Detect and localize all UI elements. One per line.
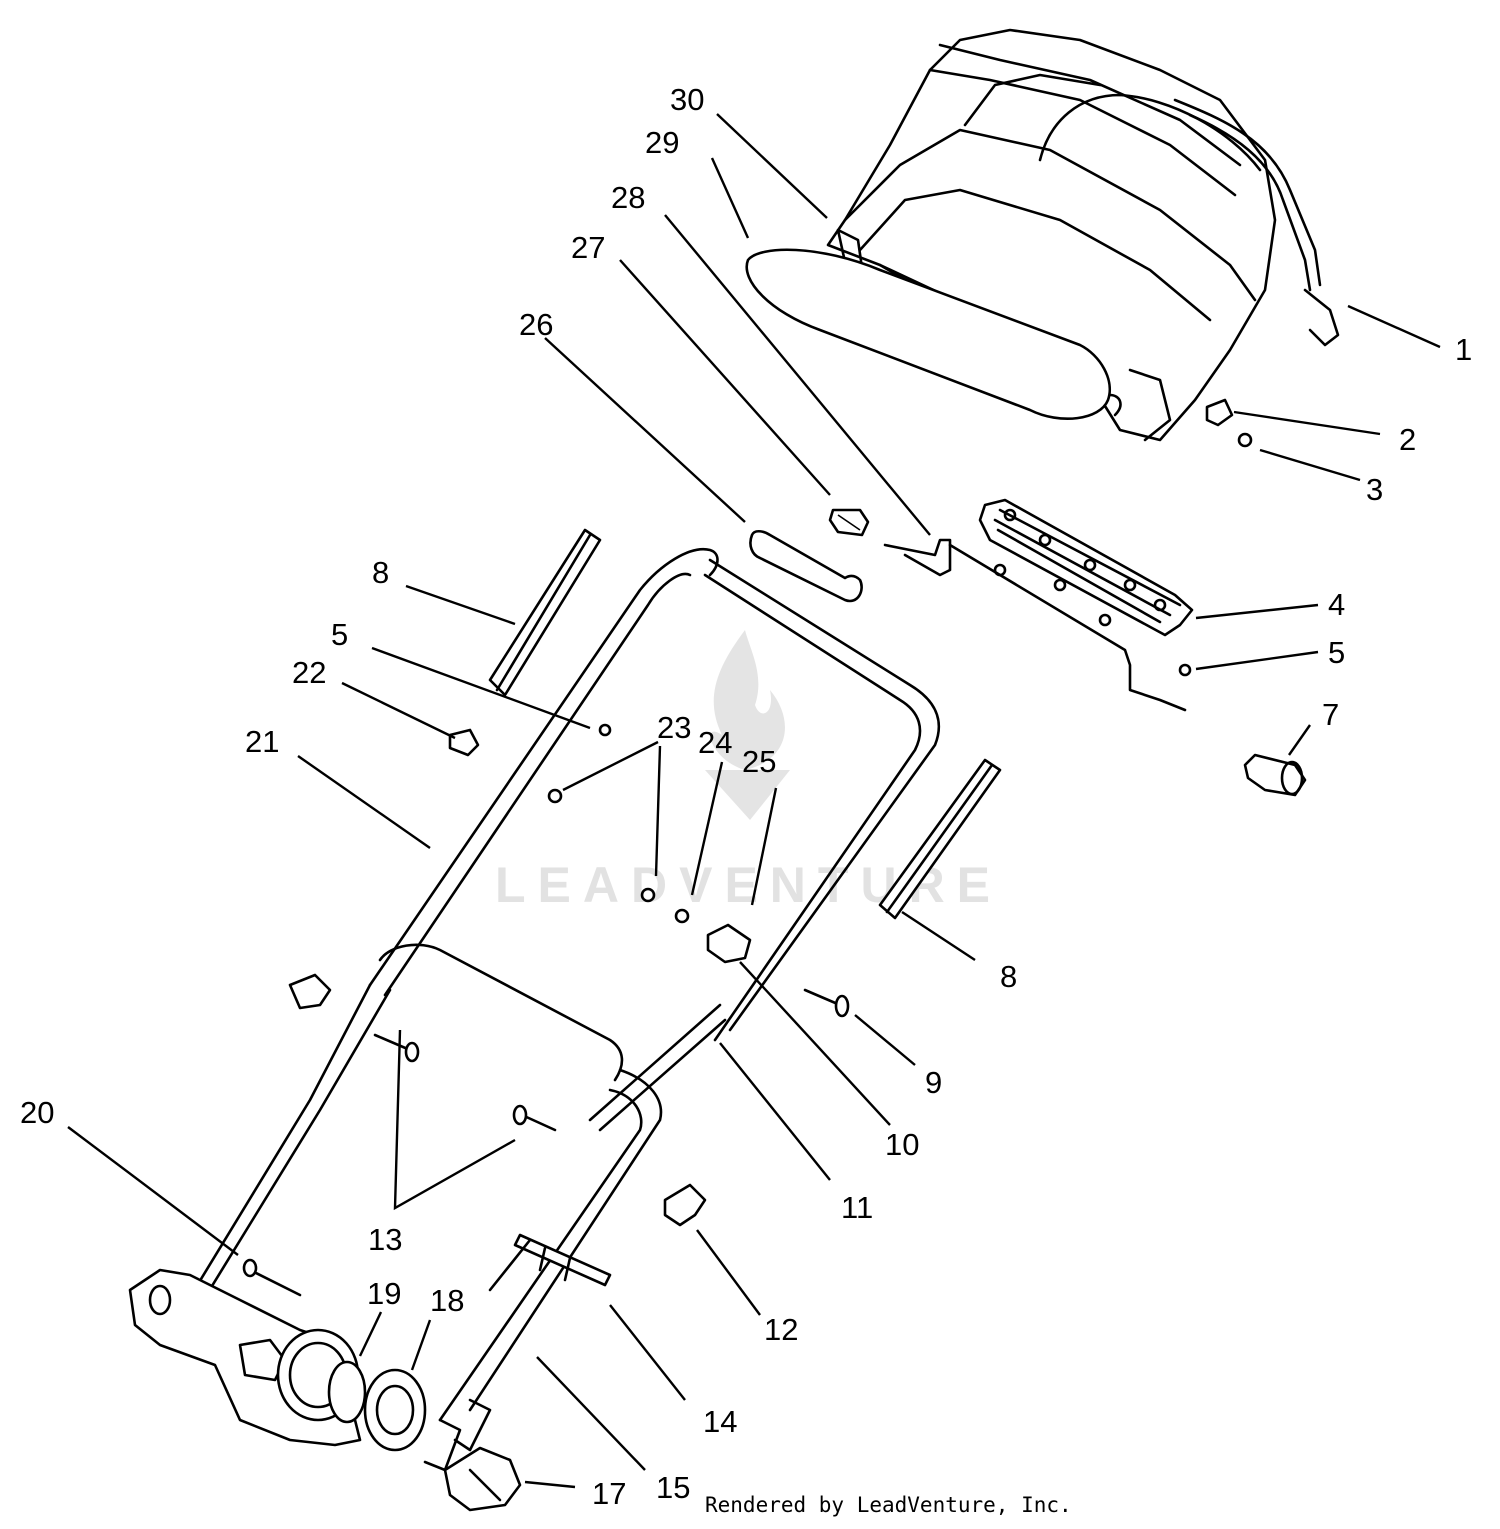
part-15-lower-handle: [168, 943, 727, 1472]
callout-7: 7: [1322, 697, 1339, 732]
callout-21: 21: [245, 724, 279, 759]
callout-17: 17: [592, 1476, 626, 1511]
part-28-control-rod: [883, 538, 1187, 712]
callout-8-left: 8: [372, 555, 389, 590]
callout-5-right: 5: [1328, 635, 1345, 670]
callout-9: 9: [925, 1065, 942, 1100]
callout-22: 22: [292, 655, 326, 690]
part-13-bolts: [373, 1033, 557, 1132]
part-8-cover-right: [878, 758, 1002, 920]
part-3-screw: [1237, 432, 1253, 448]
callout-27: 27: [571, 230, 605, 265]
part-9-bolt: [803, 988, 850, 1018]
callout-13: 13: [368, 1222, 402, 1257]
callout-1: 1: [1455, 332, 1472, 367]
part-22-knob: [448, 728, 480, 757]
part-29-flap: [745, 248, 1111, 421]
callout-29: 29: [645, 125, 679, 160]
part-7-knob: [1243, 753, 1307, 797]
callout-18: 18: [430, 1283, 464, 1318]
part-17-cap: [443, 1446, 522, 1512]
part-21-upper-handle: [368, 547, 941, 1042]
part-27-switch: [828, 508, 870, 537]
callout-4: 4: [1328, 587, 1345, 622]
callout-8-right: 8: [1000, 959, 1017, 994]
callout-30: 30: [670, 82, 704, 117]
callout-23: 23: [657, 710, 691, 745]
part-8-cover-left: [488, 528, 602, 697]
callout-5-left: 5: [331, 617, 348, 652]
part-20-pin: [242, 1258, 302, 1297]
callouts: 1 2 3 4 5 7 8 5 22 21 23 24 25 8 9 10 11…: [20, 82, 1472, 1511]
part-2-bracket: [1205, 398, 1234, 427]
credit-text: Rendered by LeadVenture, Inc.: [705, 1493, 1072, 1517]
part-1-side-rod: [1173, 98, 1340, 347]
callout-12: 12: [764, 1312, 798, 1347]
part-4-upper-bracket: [978, 498, 1194, 637]
callout-14: 14: [703, 1404, 737, 1439]
callout-10: 10: [885, 1127, 919, 1162]
part-26-grip: [749, 529, 863, 603]
callout-26: 26: [519, 307, 553, 342]
callout-20: 20: [20, 1095, 54, 1130]
callout-19: 19: [367, 1276, 401, 1311]
callout-3: 3: [1366, 472, 1383, 507]
callout-2: 2: [1399, 422, 1416, 457]
part-18-hub: [363, 1368, 427, 1452]
callout-25: 25: [742, 744, 776, 779]
part-19-wheel-plate: [276, 1328, 367, 1424]
part-12-knob: [288, 973, 707, 1227]
part-14-bracket: [488, 1233, 612, 1292]
hardware-small: [547, 663, 1192, 964]
callout-28: 28: [611, 180, 645, 215]
callout-24: 24: [698, 725, 732, 760]
callout-11: 11: [841, 1190, 873, 1225]
leader-lines: [67, 113, 1441, 1489]
callout-15: 15: [656, 1470, 690, 1505]
